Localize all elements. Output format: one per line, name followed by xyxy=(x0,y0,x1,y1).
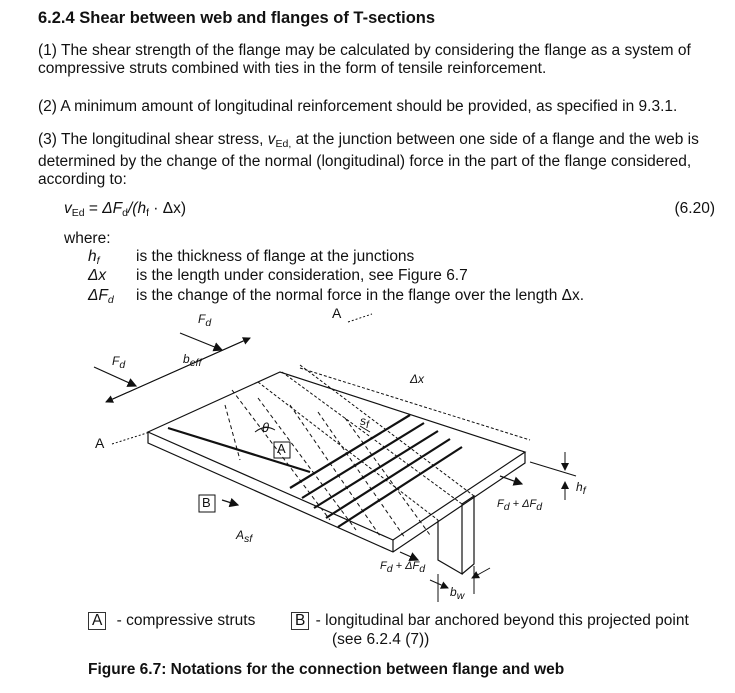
label-hf: hf xyxy=(576,480,586,497)
equation-number: (6.20) xyxy=(674,200,716,217)
def-text-dfd: is the change of the normal force in the… xyxy=(136,287,585,304)
section-heading: 6.2.4 Shear between web and flanges of T… xyxy=(38,9,436,27)
def-symbol-hf: hf xyxy=(88,248,100,267)
legend-b-ref: (see 6.2.4 (7)) xyxy=(332,631,430,648)
label-box-a: A xyxy=(277,441,286,456)
reinforcement-bars xyxy=(167,414,463,528)
paragraph-2: (2) A minimum amount of longitudinal rei… xyxy=(38,98,678,115)
label-sf: sf xyxy=(360,414,369,431)
label-fd-top: Fd xyxy=(198,312,212,329)
label-a-left: A xyxy=(95,435,105,451)
label-theta: θ xyxy=(262,420,270,435)
where-label: where: xyxy=(64,230,111,247)
legend-a: A - compressive struts xyxy=(88,612,255,630)
web-outline xyxy=(437,504,463,576)
def-symbol-dfd: ΔFd xyxy=(88,287,114,306)
figure-caption: Figure 6.7: Notations for the connection… xyxy=(88,661,565,678)
paragraph-1: (1) The shear strength of the flange may… xyxy=(38,42,691,77)
paragraph-3: (3) The longitudinal shear stress, vEd, … xyxy=(38,131,699,188)
label-fd-plus-bottom: Fd + ΔFd xyxy=(380,560,426,575)
marker-box-a xyxy=(273,441,291,459)
def-symbol-dx: Δx xyxy=(88,267,107,284)
label-fd-plus-right: Fd + ΔFd xyxy=(497,498,543,513)
label-bw: bw xyxy=(450,585,465,602)
flange-top-face xyxy=(146,371,527,541)
label-a-top: A xyxy=(332,305,342,321)
def-text-hf: is the thickness of flange at the juncti… xyxy=(136,248,415,265)
label-asf: Asf xyxy=(236,528,253,545)
label-beff: beff xyxy=(183,352,202,369)
label-dx: Δx xyxy=(410,372,425,386)
legend-b: B - longitudinal bar anchored beyond thi… xyxy=(291,612,689,630)
label-box-b: B xyxy=(202,495,211,510)
def-text-dx: is the length under consideration, see F… xyxy=(136,267,468,284)
compressive-struts xyxy=(224,389,431,539)
equation-6-20: vEd = ΔFd/(hf · Δx) xyxy=(64,200,187,219)
label-fd-left: Fd xyxy=(112,354,126,371)
marker-box-b xyxy=(198,494,216,513)
